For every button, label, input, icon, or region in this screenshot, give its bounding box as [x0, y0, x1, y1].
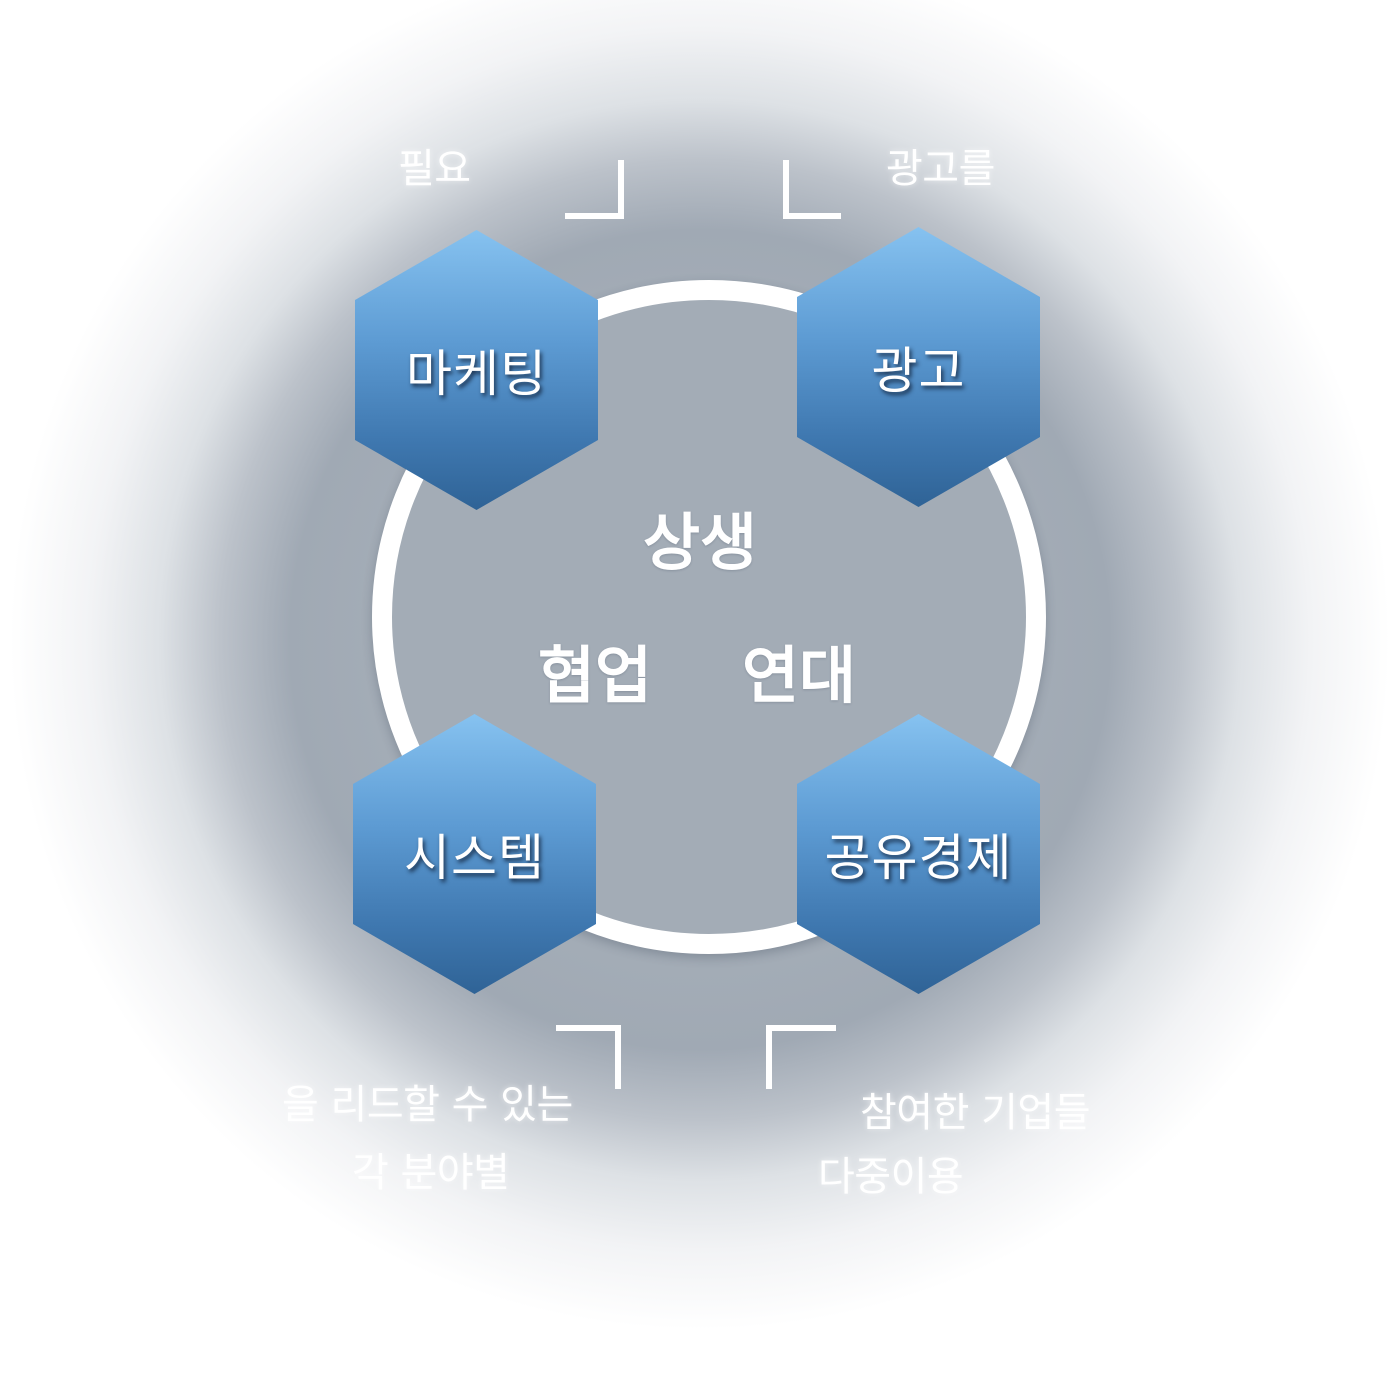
hex-node-sharing-economy: 공유경제: [797, 714, 1040, 994]
hex-label-sharing-economy: 공유경제: [824, 829, 1013, 887]
hex-label-advertising: 광고: [871, 342, 966, 400]
hex-node-system: 시스템: [353, 714, 596, 994]
description-top-left: 필요: [398, 146, 471, 192]
center-label-right: 연대: [741, 639, 857, 712]
hex-label-system: 시스템: [404, 829, 545, 887]
hex-label-marketing: 마케팅: [406, 345, 547, 403]
description-bottom-right-line2: 다중이용: [818, 1154, 964, 1200]
center-label-left: 협업: [537, 639, 653, 712]
description-bottom-left-line2: 각 분야별: [352, 1150, 510, 1196]
center-label-top: 상생: [642, 506, 758, 579]
description-top-right: 광고를: [886, 146, 995, 192]
description-bottom-left-line1: 을 리드할 수 있는: [282, 1082, 573, 1128]
description-bottom-right-line1: 참여한 기업들: [860, 1090, 1091, 1136]
